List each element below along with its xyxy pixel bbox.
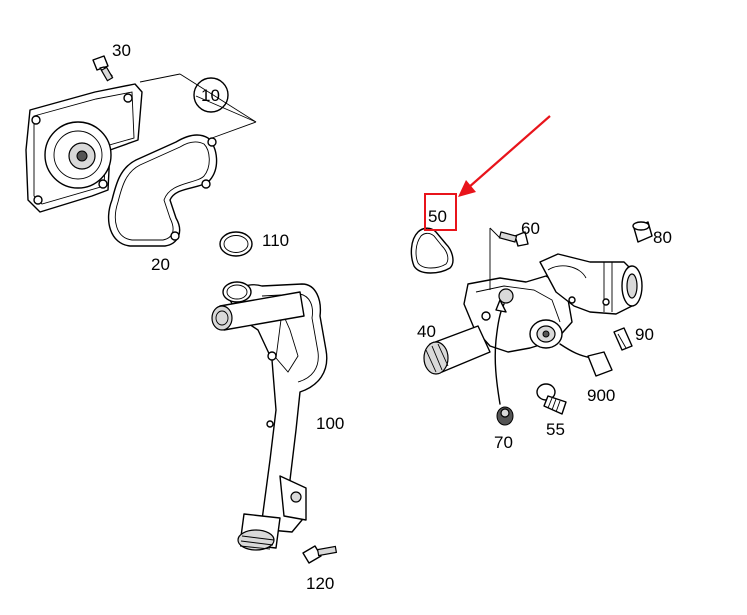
highlight-50: 50 bbox=[424, 115, 551, 231]
label-100[interactable]: 100 bbox=[316, 414, 344, 433]
thermostat-housing[interactable] bbox=[423, 253, 643, 375]
leader-70 bbox=[494, 303, 505, 405]
sensor-55[interactable] bbox=[536, 383, 567, 415]
label-60[interactable]: 60 bbox=[521, 219, 540, 238]
label-20[interactable]: 20 bbox=[151, 255, 170, 274]
label-70[interactable]: 70 bbox=[494, 433, 513, 452]
o-ring-110[interactable] bbox=[219, 231, 253, 257]
bolt-30[interactable] bbox=[92, 55, 114, 82]
label-40[interactable]: 40 bbox=[417, 322, 436, 341]
arrowhead-icon bbox=[458, 180, 476, 197]
plug-70[interactable] bbox=[496, 406, 514, 426]
clip-90[interactable] bbox=[613, 327, 633, 351]
water-pump[interactable] bbox=[25, 83, 143, 213]
connector-900[interactable] bbox=[559, 343, 613, 377]
cap-80[interactable] bbox=[632, 221, 653, 243]
label-110[interactable]: 110 bbox=[262, 231, 289, 250]
leader-10 bbox=[139, 73, 257, 139]
pump-gasket[interactable] bbox=[107, 134, 218, 247]
thermostat-gasket[interactable] bbox=[410, 227, 454, 274]
label-55[interactable]: 55 bbox=[546, 420, 565, 439]
label-50[interactable]: 50 bbox=[428, 207, 447, 226]
label-10[interactable]: 10 bbox=[201, 86, 220, 105]
label-900[interactable]: 900 bbox=[587, 386, 615, 405]
bolt-120[interactable] bbox=[302, 545, 338, 564]
bolt-60[interactable] bbox=[498, 231, 529, 247]
callout-circle-10 bbox=[193, 77, 229, 113]
label-80[interactable]: 80 bbox=[653, 228, 672, 247]
coolant-pipe[interactable] bbox=[211, 281, 328, 551]
label-120[interactable]: 120 bbox=[306, 574, 334, 593]
label-90[interactable]: 90 bbox=[635, 325, 654, 344]
part-labels: 10 20 30 40 55 60 70 80 90 100 110 120 9… bbox=[112, 41, 672, 593]
label-30[interactable]: 30 bbox=[112, 41, 131, 60]
highlight-box bbox=[424, 193, 457, 231]
highlight-arrow bbox=[467, 115, 551, 189]
